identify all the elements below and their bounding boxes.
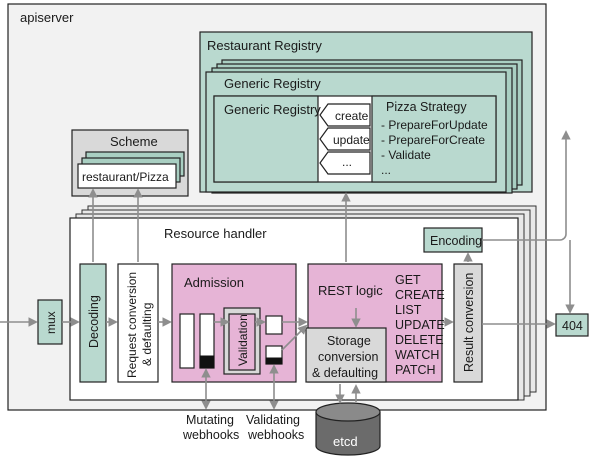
rest-verb-update: UPDATE: [395, 318, 445, 332]
validation-box: [228, 313, 256, 371]
rest-verb-patch: PATCH: [395, 363, 436, 377]
pizza-strategy-title: Pizza Strategy: [386, 100, 467, 114]
result-conversion-box: [453, 263, 483, 383]
etcd-label: etcd: [333, 434, 358, 449]
rest-verb-list: LIST: [395, 303, 422, 317]
storage-conversion-box: [305, 327, 387, 383]
storage-conversion-line3: & defaulting: [312, 366, 378, 380]
encoding-box: [423, 227, 483, 253]
create-method-tab: [319, 103, 371, 127]
generic-registry-outer-label: Generic Registry: [224, 76, 321, 91]
request-conversion-label-line1: Request conversion: [125, 272, 139, 378]
rest-verb-get: GET: [395, 273, 421, 287]
request-conversion-box: [117, 263, 159, 383]
generic-registry-inner-box: [213, 95, 319, 183]
mux-label: mux: [44, 311, 58, 334]
scheme-item-label: restaurant/Pizza: [82, 170, 169, 184]
request-conversion-label-line2: & defaulting: [140, 303, 154, 366]
admission-label: Admission: [184, 275, 244, 290]
validating-slot-1: [265, 315, 283, 335]
resource-handler-label: Resource handler: [164, 226, 267, 241]
pizza-strategy-box: [371, 95, 497, 183]
scheme-label: Scheme: [110, 134, 158, 149]
decoding-box: [79, 263, 107, 383]
pizza-strategy-item-2: - PrepareForCreate: [381, 133, 485, 147]
update-method-tab: [319, 127, 371, 151]
mux-box: [37, 299, 63, 345]
validation-label: Validation: [236, 314, 250, 366]
validating-slot-fill: [265, 357, 283, 365]
flow-arrows: [0, 130, 575, 410]
more-methods-label: ...: [342, 155, 352, 169]
create-method-label: create: [335, 109, 369, 123]
validating-webhooks-line2: webhooks: [247, 428, 304, 442]
rest-verb-create: CREATE: [395, 288, 445, 302]
storage-conversion-line2: conversion: [318, 350, 378, 364]
result-conversion-label: Result conversion: [462, 273, 476, 372]
decoding-label: Decoding: [87, 295, 101, 348]
mutating-webhooks-line1: Mutating: [186, 413, 234, 427]
status-404-label: 404: [562, 319, 583, 333]
validating-webhooks-line1: Validating: [246, 413, 300, 427]
mutating-webhooks-line2: webhooks: [182, 428, 239, 442]
scheme-item-box: [77, 163, 177, 189]
pizza-strategy-item-4: ...: [381, 163, 391, 177]
generic-registry-inner-label: Generic Registry: [224, 102, 321, 117]
restaurant-registry-label: Restaurant Registry: [207, 38, 322, 53]
storage-conversion-line1: Storage: [327, 334, 371, 348]
apiserver-label: apiserver: [20, 10, 74, 25]
pizza-strategy-item-3: - Validate: [381, 148, 431, 162]
rest-verb-watch: WATCH: [395, 348, 439, 362]
more-methods-tab: [319, 151, 371, 175]
mutating-slot-fill: [199, 355, 215, 369]
encoding-label: Encoding: [430, 234, 482, 248]
pizza-strategy-item-1: - PrepareForUpdate: [381, 118, 488, 132]
rest-verb-delete: DELETE: [395, 333, 444, 347]
mutating-slot-1: [179, 313, 195, 369]
status-404-box: [555, 313, 589, 337]
update-method-label: update: [333, 133, 370, 147]
rest-logic-label: REST logic: [318, 283, 383, 298]
etcd-database: [315, 402, 381, 456]
